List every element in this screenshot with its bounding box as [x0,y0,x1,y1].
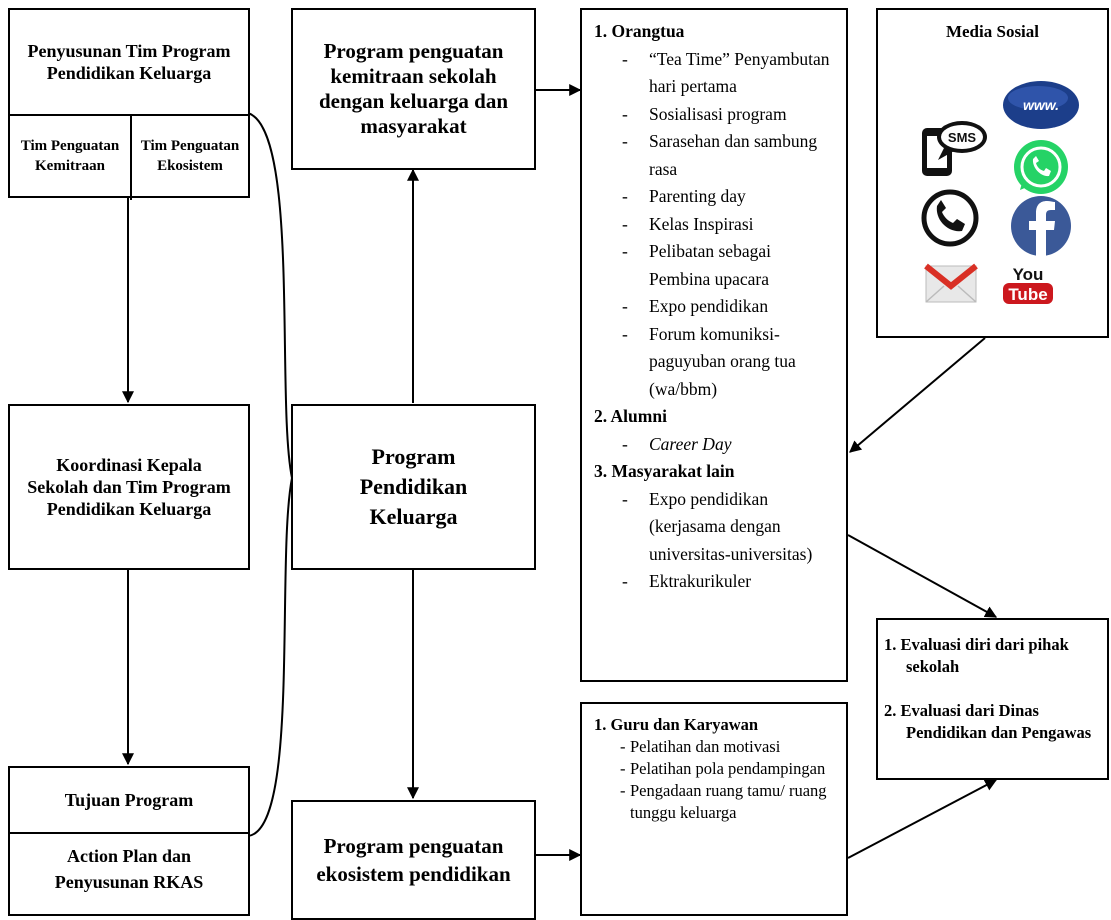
media-icons: www. SMS [921,81,1079,304]
www-label: www. [1023,97,1059,113]
list-item: Expo pendidikan (kerjasama dengan univer… [594,486,836,569]
media-title: Media Sosial [945,22,1040,41]
arrow-partners-to-evaluasi [847,534,998,618]
alumni-title: 2. Alumni [594,406,667,426]
gmail-icon [924,263,978,303]
tim-divider-h [10,114,248,116]
bracket-curve-bottom [247,477,293,837]
list-item: Sosialisasi program [594,101,836,129]
guru-title: 1. Guru dan Karyawan [594,715,759,734]
action-plan: Action Plan dan Penyusunan RKAS [54,846,204,892]
youtube-icon: You Tube [1003,265,1053,304]
alumni-list: Career Day [594,431,836,459]
list-item: Expo pendidikan [594,293,836,321]
tim-kemitraan: Tim Penguatan Kemitraan [20,138,120,174]
list-item: Pelatihan pola pendampingan [594,758,838,780]
phone-icon [921,189,979,247]
tim-divider-v [130,114,132,200]
list-item: “Tea Time” Penyambutan hari pertama [594,46,836,101]
youtube-you: You [1013,265,1044,284]
sms-icon: SMS [922,121,987,176]
bracket-curve-top [247,112,293,479]
program-box: Program Pendidikan Keluarga [291,404,536,570]
tujuan-box: Tujuan Program Action Plan dan Penyusuna… [8,766,250,916]
list-item: Career Day [594,431,836,459]
orangtua-list: “Tea Time” Penyambutan hari pertama Sosi… [594,46,836,404]
sms-label: SMS [948,130,977,145]
list-item: Pengadaan ruang tamu/ ruang tunggu kelua… [594,780,838,824]
orangtua-title: 1. Orangtua [594,21,685,41]
guru-list: Pelatihan dan motivasi Pelatihan pola pe… [594,736,838,824]
tujuan-title: Tujuan Program [64,789,194,810]
tim-title: Penyusunan Tim Program Pendidikan Keluar… [27,41,231,83]
tujuan-divider [10,832,248,834]
tim-ekosistem: Tim Penguatan Ekosistem [140,138,240,174]
tim-box: Penyusunan Tim Program Pendidikan Keluar… [8,8,250,200]
list-item: Ektrakurikuler [594,568,836,596]
media-box: Media Sosial www. SMS [876,8,1109,338]
www-icon: www. [1003,81,1079,129]
whatsapp-icon [1014,140,1068,194]
guru-box: 1. Guru dan Karyawan Pelatihan dan motiv… [580,702,848,916]
evaluasi-item-1: 1. Evaluasi diri dari pihak sekolah [884,635,1069,676]
list-item: Kelas Inspirasi [594,211,836,239]
list-item: Parenting day [594,183,836,211]
masyarakat-list: Expo pendidikan (kerjasama dengan univer… [594,486,836,596]
evaluasi-item-2: 2. Evaluasi dari Dinas Pendidikan dan Pe… [884,701,1092,742]
ekosistem-box: Program penguatan ekosistem pendidikan [291,800,536,920]
evaluasi-box: 1. Evaluasi diri dari pihak sekolah 2. E… [876,618,1109,780]
partners-box: 1. Orangtua “Tea Time” Penyambutan hari … [580,8,848,682]
facebook-icon [1011,196,1071,256]
koordinasi-box: Koordinasi Kepala Sekolah dan Tim Progra… [8,404,250,570]
list-item: Pelibatan sebagai Pembina upacara [594,238,836,293]
list-item: Pelatihan dan motivasi [594,736,838,758]
list-item: Forum komuniksi-paguyuban orang tua (wa/… [594,321,836,404]
masyarakat-title: 3. Masyarakat lain [594,461,735,481]
list-item: Sarasehan dan sambung rasa [594,128,836,183]
arrow-guru-to-evaluasi [847,779,998,859]
arrow-media-to-partners [849,337,986,453]
kemitraan-box: Program penguatan kemitraan sekolah deng… [291,8,536,170]
youtube-tube: Tube [1008,285,1047,304]
